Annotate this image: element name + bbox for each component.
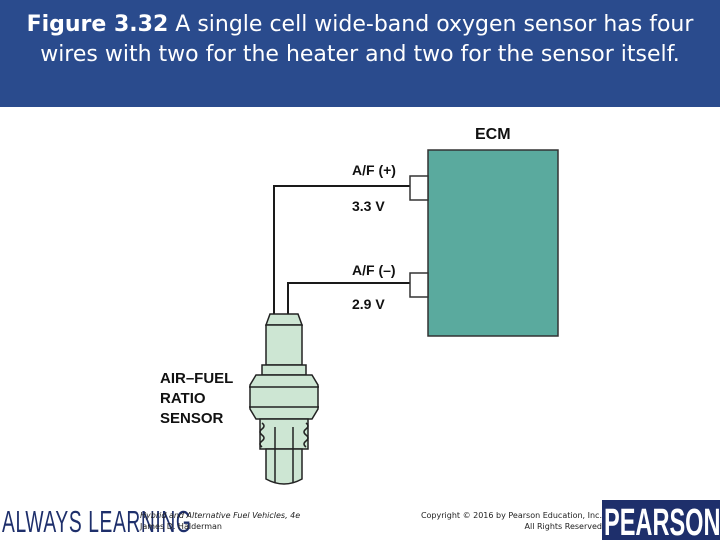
ecm-pin-af-minus bbox=[409, 272, 429, 298]
pearson-logo-text: PEARSON bbox=[604, 502, 720, 540]
wiring-diagram: ECM A/F (+) 3.3 V A/F (–) 2.9 V AIR–FUEL… bbox=[0, 107, 720, 500]
ecm-pin-af-plus bbox=[409, 175, 429, 201]
air-fuel-ratio-sensor bbox=[249, 313, 319, 485]
figure-caption-text: A single cell wide-band oxygen sensor ha… bbox=[40, 12, 694, 67]
title-banner: Figure 3.32 A single cell wide-band oxyg… bbox=[0, 0, 720, 107]
copyright-line-2: All Rights Reserved bbox=[524, 522, 602, 531]
sensor-wires bbox=[273, 185, 410, 322]
book-title: Hybrid and Alternative Fuel Vehicles, 4e bbox=[140, 511, 301, 520]
figure-label: Figure 3.32 bbox=[26, 12, 169, 37]
af-minus-label: A/F (–) bbox=[352, 262, 396, 278]
copyright-line-1: Copyright © 2016 by Pearson Education, I… bbox=[420, 511, 602, 520]
sensor-label-line3: SENSOR bbox=[160, 410, 224, 427]
always-learning-logo: ALWAYS LEARNING bbox=[2, 504, 192, 539]
book-author: James D. Halderman bbox=[140, 522, 222, 531]
af-plus-voltage: 3.3 V bbox=[352, 198, 385, 214]
book-credit: Hybrid and Alternative Fuel Vehicles, 4e… bbox=[140, 510, 300, 532]
ecm-label: ECM bbox=[475, 126, 511, 143]
footer-bar: ALWAYS LEARNING Hybrid and Alternative F… bbox=[0, 500, 720, 540]
figure-caption: Figure 3.32 A single cell wide-band oxyg… bbox=[14, 10, 706, 70]
copyright-notice: Copyright © 2016 by Pearson Education, I… bbox=[380, 510, 602, 532]
af-plus-wire bbox=[273, 185, 410, 322]
af-minus-wire bbox=[287, 282, 410, 322]
af-minus-voltage: 2.9 V bbox=[352, 296, 385, 312]
ecm-box bbox=[427, 149, 559, 337]
af-plus-label: A/F (+) bbox=[352, 162, 396, 178]
sensor-label-line2: RATIO bbox=[160, 390, 206, 407]
pearson-logo: PEARSON bbox=[602, 500, 720, 540]
sensor-label-line1: AIR–FUEL bbox=[160, 370, 233, 387]
